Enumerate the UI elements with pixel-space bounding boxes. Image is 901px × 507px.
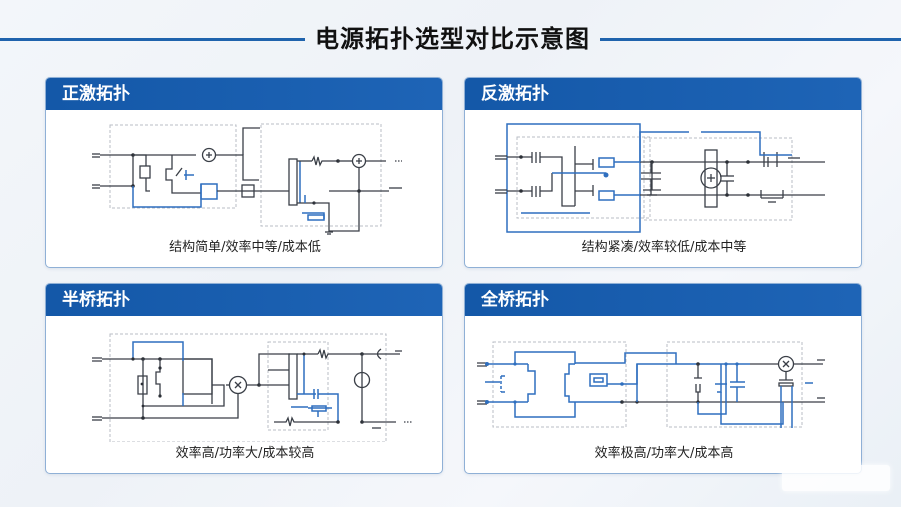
- panel-caption: 效率极高/功率大/成本高: [594, 446, 734, 461]
- panel-forward-topology: 正激拓扑: [45, 77, 443, 268]
- forward-schematic-diagram: [92, 123, 402, 235]
- panel-title: 半桥拓扑: [46, 284, 442, 316]
- panel-half-bridge-topology: 半桥拓扑: [45, 283, 443, 474]
- panel-caption: 结构紧凑/效率较低/成本中等: [581, 240, 747, 255]
- full-bridge-schematic-diagram: [477, 341, 825, 428]
- panel-full-bridge-topology: 全桥拓扑: [464, 283, 862, 474]
- panel-caption: 结构简单/效率中等/成本低: [169, 240, 321, 255]
- panel-caption: 效率高/功率大/成本较高: [175, 446, 315, 461]
- panel-title: 正激拓扑: [46, 78, 442, 110]
- panel-flyback-topology: 反激拓扑: [464, 77, 862, 268]
- half-bridge-schematic-diagram: [92, 333, 412, 442]
- panel-title: 全桥拓扑: [465, 284, 861, 316]
- flyback-schematic-diagram: [495, 123, 825, 233]
- title-divider-right: [600, 38, 901, 41]
- page-title: 电源拓扑选型对比示意图: [315, 25, 590, 53]
- panel-title: 反激拓扑: [465, 78, 861, 110]
- title-divider-left: [0, 38, 305, 41]
- decorative-glare: [782, 465, 890, 491]
- page-title-row: 电源拓扑选型对比示意图: [0, 22, 901, 56]
